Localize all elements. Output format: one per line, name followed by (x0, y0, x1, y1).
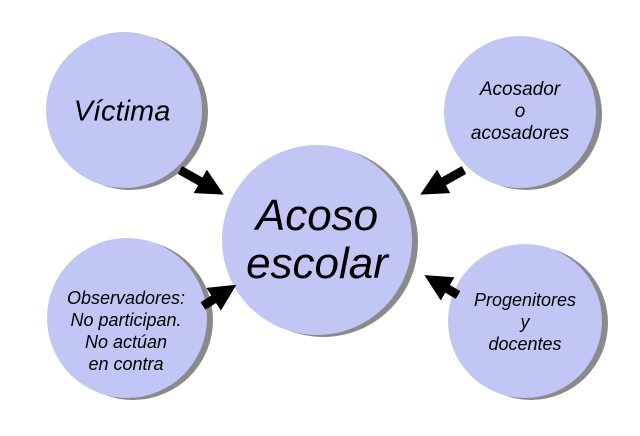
progenitores-circle (448, 244, 602, 398)
victima-line: Víctima (73, 95, 171, 128)
observadores-line: No actúan (84, 332, 168, 352)
acosador-line: Acosador (479, 79, 561, 100)
arrow-progenitores (424, 275, 461, 301)
observadores-circle (47, 238, 207, 398)
progenitores-line: Progenitores (473, 290, 577, 310)
progenitores-line: docentes (488, 334, 562, 354)
center-circle (222, 145, 412, 335)
progenitores-line: y (520, 312, 530, 332)
center-line: Acoso (255, 191, 379, 240)
acosador-circle (444, 36, 596, 188)
victima-circle (46, 32, 202, 188)
center-label: Acoso escolar (246, 192, 388, 288)
observadores-label: Observadores: No participan. No actúan e… (67, 287, 185, 375)
observadores-line: en contra (88, 354, 164, 374)
acosador-label: Acosador o acosadores (471, 79, 569, 145)
arrow-observadores (200, 284, 237, 311)
observadores-line: Observadores: (66, 288, 186, 308)
arrow-acosador (420, 166, 467, 195)
victima-label: Víctima (74, 96, 171, 129)
center-line: escolar (246, 239, 388, 288)
acosador-line: o (514, 101, 526, 122)
arrow-victima (177, 166, 224, 195)
progenitores-label: Progenitores y docentes (474, 289, 576, 355)
acosador-line: acosadores (470, 123, 570, 144)
observadores-line: No participan. (70, 310, 182, 330)
